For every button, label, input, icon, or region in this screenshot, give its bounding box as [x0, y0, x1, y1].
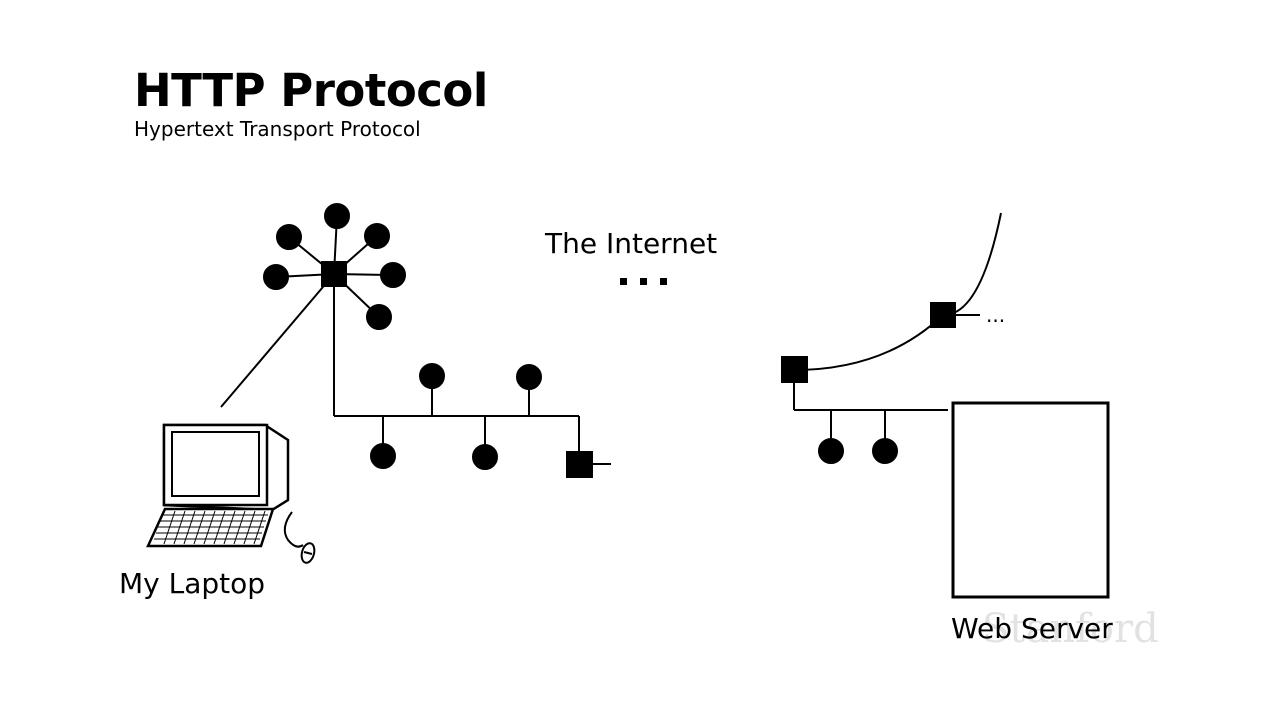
- bus-router: [566, 451, 593, 478]
- server-label: Web Server: [951, 612, 1113, 645]
- star-node-top-left: [276, 224, 302, 250]
- star-node-top-right: [364, 223, 390, 249]
- mouse-icon: [283, 511, 316, 564]
- keyboard-keys: [154, 510, 268, 545]
- server-box-icon: [951, 401, 1110, 599]
- remote-more-label: ...: [986, 303, 1006, 327]
- remote-backbone-curve: [793, 212, 1002, 371]
- laptop-icon: [146, 423, 290, 548]
- bus-node-up-2: [516, 364, 542, 390]
- remote-network: [781, 212, 1002, 464]
- star-hub-router: [321, 261, 347, 287]
- bus-node-up-1: [419, 363, 445, 389]
- laptop-label: My Laptop: [119, 567, 266, 600]
- internet-label: The Internet: [545, 227, 718, 260]
- star-node-right: [380, 262, 406, 288]
- bus-node-down-2: [472, 444, 498, 470]
- remote-router-top: [930, 302, 956, 328]
- star-network: [220, 203, 406, 416]
- bus-node-down-1: [370, 443, 396, 469]
- star-node-bottom-right: [366, 304, 392, 330]
- star-node-left: [263, 264, 289, 290]
- slide-subtitle: Hypertext Transport Protocol: [134, 117, 421, 141]
- slide-title: HTTP Protocol: [134, 64, 488, 117]
- remote-router-bottom: [781, 356, 808, 383]
- server-bus-node-2: [872, 438, 898, 464]
- laptop-link-line: [220, 273, 335, 408]
- server-bus-node-1: [818, 438, 844, 464]
- ellipsis-icon: [620, 278, 667, 285]
- stanford-watermark: Stanford: [982, 606, 1159, 652]
- star-node-top: [324, 203, 350, 229]
- bus-network: [334, 363, 611, 478]
